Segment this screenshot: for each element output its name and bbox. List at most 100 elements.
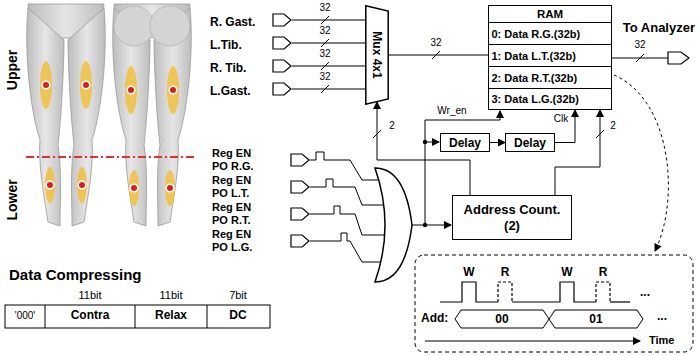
- pin-symbol: [272, 12, 292, 28]
- pin-symbol: [290, 179, 310, 195]
- edge-label: 32: [318, 71, 331, 83]
- edge-label: Clk: [553, 113, 569, 125]
- bit-width: 11bit: [77, 289, 102, 302]
- counter-box: Address Count. (2): [452, 195, 572, 240]
- or-gate: [375, 168, 412, 282]
- bus-slash: [321, 62, 329, 70]
- node-text: Address Count. (2): [460, 202, 564, 234]
- input-pin: L.Tib.: [210, 35, 292, 51]
- junction-dot: [423, 140, 427, 144]
- pin-symbol: [272, 58, 292, 74]
- bit-width: 11bit: [158, 289, 183, 302]
- divider-line: [26, 156, 196, 158]
- enable-pin: Reg EN PO L.T.: [212, 173, 310, 201]
- edge-label: 32: [633, 39, 646, 51]
- bus-slash: [636, 54, 644, 62]
- pin-outline: [668, 52, 689, 64]
- address-bus: [455, 310, 643, 328]
- ram-row: 1: Data L.T.(32b): [488, 44, 612, 66]
- node-text: R. Gast.: [210, 14, 255, 30]
- pin-symbol: [272, 35, 292, 51]
- region-label: Upper: [4, 49, 21, 91]
- address-value: 01: [588, 312, 603, 326]
- delay-box: Delay: [505, 133, 555, 152]
- enable-pin: Reg EN PO L.G.: [212, 227, 310, 255]
- timing-pulses: [440, 282, 630, 302]
- pin-symbol: [290, 152, 310, 168]
- pulse-label: W: [560, 265, 573, 279]
- output-pin: To Analyzer: [613, 20, 695, 68]
- ram-row: 3: Data L.G.(32b): [488, 88, 612, 110]
- pin-outline: [291, 154, 309, 166]
- table-cell: Contra: [70, 308, 111, 322]
- table-cell: Relax: [154, 308, 188, 322]
- node-text: 3: Data L.G.(32b): [488, 93, 579, 105]
- ram-block: RAM 0: Data R.G.(32b) 1: Data L.T.(32b) 2: …: [488, 5, 612, 110]
- connector: [292, 43, 365, 44]
- pin-symbol: [290, 233, 310, 249]
- bus-slash: [321, 16, 329, 24]
- node-text: L.Gast.: [210, 83, 251, 99]
- node-text: Delay: [514, 136, 546, 150]
- pin-outline: [291, 208, 309, 220]
- connector: [292, 89, 365, 90]
- pin-outline: [291, 181, 309, 193]
- ram-row: 0: Data R.G.(32b): [488, 22, 612, 44]
- time-axis: [425, 341, 640, 342]
- pulse-label: R: [500, 265, 511, 279]
- bit-width: 7bit: [228, 289, 248, 302]
- edge-label: 2: [388, 120, 396, 132]
- node-text: Delay: [449, 136, 481, 150]
- table-cell: '000': [14, 310, 37, 322]
- bus-slash: [596, 130, 604, 138]
- pin-outline: [273, 37, 291, 49]
- multiplexer: Mux 4x1: [365, 5, 389, 105]
- edge-label: 2: [609, 120, 617, 132]
- edge-label: 32: [318, 2, 331, 14]
- node-text: To Analyzer: [623, 20, 695, 35]
- node-text: Reg EN PO R.G.: [212, 147, 262, 173]
- node-text: Reg EN PO L.T.: [212, 174, 262, 200]
- electrode-dots: [42, 81, 177, 192]
- input-pin: R. Gast.: [210, 12, 292, 28]
- connector: [292, 66, 365, 67]
- legs-back: [113, 4, 192, 226]
- pulse-label: R: [598, 265, 609, 279]
- axis-label: Time: [648, 334, 675, 347]
- signal-name: Wr_en: [436, 105, 467, 117]
- table-cell: DC: [228, 308, 247, 322]
- node-text: Reg EN PO R.T.: [212, 201, 262, 227]
- delay-box: Delay: [440, 133, 490, 152]
- bus-slash: [321, 85, 329, 93]
- bus-slash: [321, 39, 329, 47]
- pulse-label: W: [462, 265, 475, 279]
- region-label: Lower: [4, 178, 21, 221]
- connector: [490, 142, 505, 143]
- pin-symbol: [290, 206, 310, 222]
- pin-symbol: [272, 81, 292, 97]
- edge-label: 32: [429, 37, 442, 49]
- pin-outline: [291, 235, 309, 247]
- node-text: 2: Data R.T.(32b): [488, 72, 578, 84]
- enable-pin: Reg EN PO R.G.: [212, 146, 310, 174]
- bus-slash: [432, 51, 440, 59]
- edge-label: 32: [318, 48, 331, 60]
- axis-label: Add:: [420, 311, 449, 325]
- bus-slash: [373, 130, 381, 138]
- junction-dot: [423, 223, 427, 227]
- sensor-pads: [40, 61, 179, 206]
- pin-outline: [273, 14, 291, 26]
- node-text: 1: Data L.T.(32b): [488, 50, 576, 62]
- pin-symbol: [667, 50, 691, 66]
- enable-wires: [310, 152, 385, 262]
- node-text: 0: Data R.G.(32b): [488, 28, 581, 40]
- input-pin: R. Tib.: [210, 58, 292, 74]
- block-heading: RAM: [489, 6, 611, 22]
- ellipsis: ...: [639, 285, 651, 299]
- ram-row: 2: Data R.T.(32b): [488, 66, 612, 88]
- table-title: Data Compressing: [8, 266, 143, 284]
- ellipsis: ...: [656, 309, 668, 323]
- edge-label: 32: [318, 25, 331, 37]
- node-text: Reg EN PO L.G.: [212, 228, 262, 254]
